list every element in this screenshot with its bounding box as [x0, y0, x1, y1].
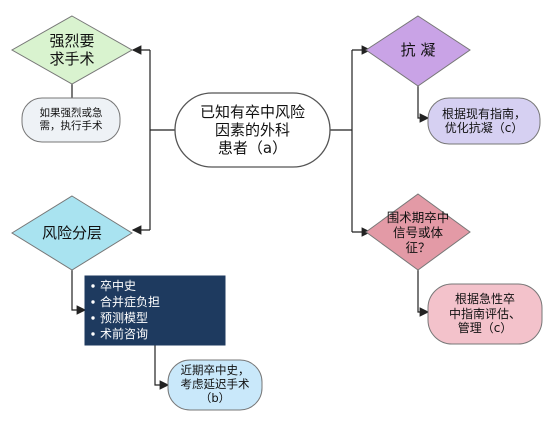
anticoag-label: 抗 凝 — [400, 41, 436, 59]
connector-risk-to-list — [71, 270, 87, 315]
bullet — [91, 332, 95, 336]
risk-strat-diamond — [11, 195, 133, 271]
connector-signs-to-action — [417, 270, 430, 317]
risk-list: 卒中史 合并症负担 预测模型 术前咨询 — [100, 278, 222, 342]
center-node-label: 已知有卒中风险 因素的外科 患者（a） — [199, 103, 305, 157]
list-item: 卒中史 — [100, 279, 137, 293]
center-node-box — [174, 92, 331, 168]
strong-request-action-label: 如果强烈或急 需，执行手术 — [39, 107, 103, 132]
bullet — [91, 300, 95, 304]
list-item: 术前咨询 — [100, 327, 149, 341]
list-bullets — [91, 284, 95, 336]
connector-list-to-delay — [154, 345, 170, 390]
connector-anticoag-to-action — [417, 86, 430, 123]
strong-request-label: 强烈要 求手术 — [49, 32, 95, 68]
connectors — [71, 45, 430, 390]
list-item: 预测模型 — [100, 311, 149, 325]
list-item: 合并症负担 — [100, 295, 161, 309]
strong-request-action-box — [21, 97, 121, 143]
delay-surgery-label: 近期卒中史， 考虑延迟手术 （b） — [180, 363, 250, 405]
anticoag-action-box — [427, 97, 541, 145]
acute-stroke-action-box — [427, 283, 543, 345]
acute-stroke-action-label: 根据急性卒 中指南评估、 管理（c） — [448, 292, 521, 336]
anticoag-action-label: 根据现有指南， 优化抗凝（c） — [441, 106, 526, 135]
risk-strat-label: 风险分层 — [41, 224, 102, 242]
strong-request-diamond — [10, 15, 134, 85]
bullet — [91, 316, 95, 320]
delay-surgery-box — [167, 359, 263, 411]
shapes — [10, 15, 543, 411]
periop-signs-diamond — [365, 193, 471, 271]
bullet — [91, 284, 95, 288]
periop-signs-label: 围术期卒中 信号或体 征？ — [386, 209, 450, 255]
risk-list-box — [84, 275, 226, 346]
anticoag-diamond — [365, 15, 471, 87]
